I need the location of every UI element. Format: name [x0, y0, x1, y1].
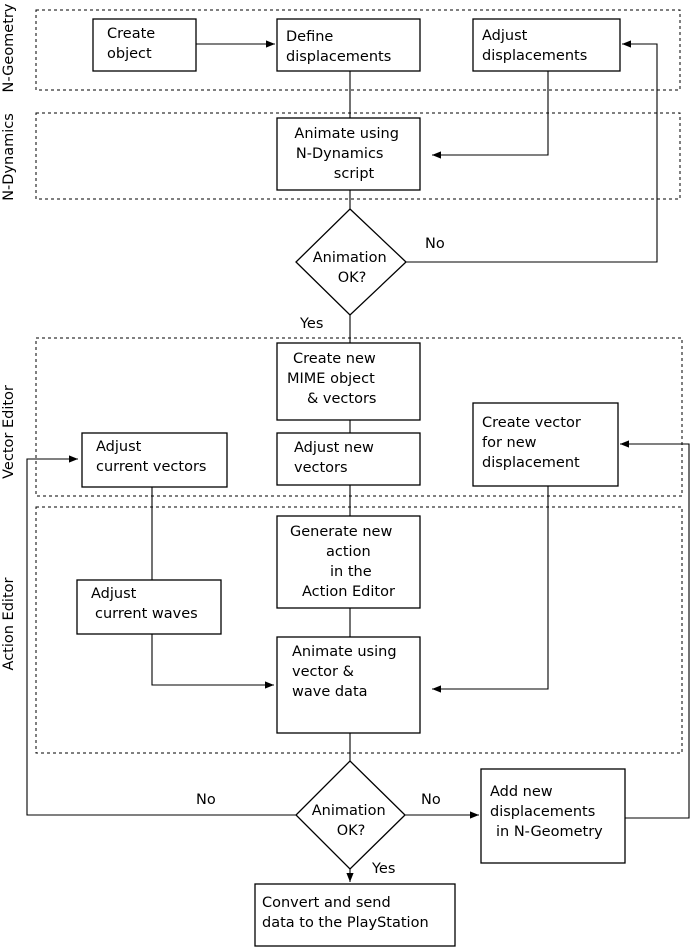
zone-label-n-geometry: N-Geometry [1, 3, 17, 92]
node-create-object [92, 18, 197, 72]
edge-adddisp-to-createvec [620, 440, 690, 819]
zone-label-n-dynamics: N-Dynamics [1, 113, 17, 201]
node-adjust-current-vectors [81, 432, 228, 488]
edge-createvec-to-animate [432, 486, 549, 693]
edge-label-decision2-no-right: No [421, 792, 441, 808]
edge-decision1-no [406, 40, 658, 263]
zone-label-vector-editor: Vector Editor [1, 385, 17, 479]
node-define-displacements [276, 18, 421, 72]
node-create-mime [276, 342, 421, 421]
node-decision-2 [295, 760, 406, 870]
label-convert-send: Convert and send data to the PlayStation [262, 895, 429, 931]
label-adjust-new-vectors: Adjust new vectors [294, 440, 379, 476]
label-create-vector-new-displacement: Create vector for new displacement [482, 415, 585, 471]
node-generate-action [276, 515, 421, 609]
label-create-mime: Create new MIME object & vectors [287, 351, 380, 407]
label-add-new-displacements: Add new displacements in N-Geometry [490, 784, 603, 840]
label-adjust-current-waves: Adjust current waves [91, 586, 198, 622]
label-decision-1: Animation OK? [313, 250, 392, 286]
label-adjust-displacements: Adjust displacements [482, 28, 587, 64]
node-decision-1 [295, 208, 407, 316]
edge-label-decision2-yes: Yes [371, 861, 395, 877]
label-decision-2: Animation OK? [312, 803, 391, 839]
zone-label-action-editor: Action Editor [1, 577, 17, 670]
edge-label-decision2-no-left: No [196, 792, 216, 808]
label-generate-action: Generate new action in the Action Editor [290, 524, 397, 600]
node-add-new-displacements [480, 768, 626, 864]
label-define-displacements: Define displacements [286, 29, 391, 65]
edge-decision2-no-left [26, 455, 296, 816]
node-create-vector-new-displacement [472, 402, 619, 487]
edge-label-decision1-no: No [425, 236, 445, 252]
zone-action-editor [35, 506, 683, 754]
label-create-object: Create object [107, 26, 160, 62]
edge-label-decision1-yes: Yes [299, 316, 323, 332]
node-animate-vector-wave [276, 636, 421, 734]
edge-adjustvec-to-animate [151, 487, 274, 689]
zone-n-dynamics [35, 112, 681, 200]
label-adjust-current-vectors: Adjust current vectors [96, 439, 206, 475]
zone-n-geometry [35, 9, 681, 91]
node-adjust-new-vectors [276, 432, 421, 486]
label-animate-vector-wave: Animate using vector & wave data [292, 644, 401, 700]
node-adjust-displacements [472, 18, 621, 72]
node-adjust-current-waves [76, 579, 222, 635]
node-animate-ndynamics [276, 117, 421, 191]
node-convert-send [254, 883, 456, 947]
label-animate-ndynamics: Animate using N-Dynamics script [294, 126, 403, 182]
edge-adjustdisp-to-animate [432, 71, 549, 159]
